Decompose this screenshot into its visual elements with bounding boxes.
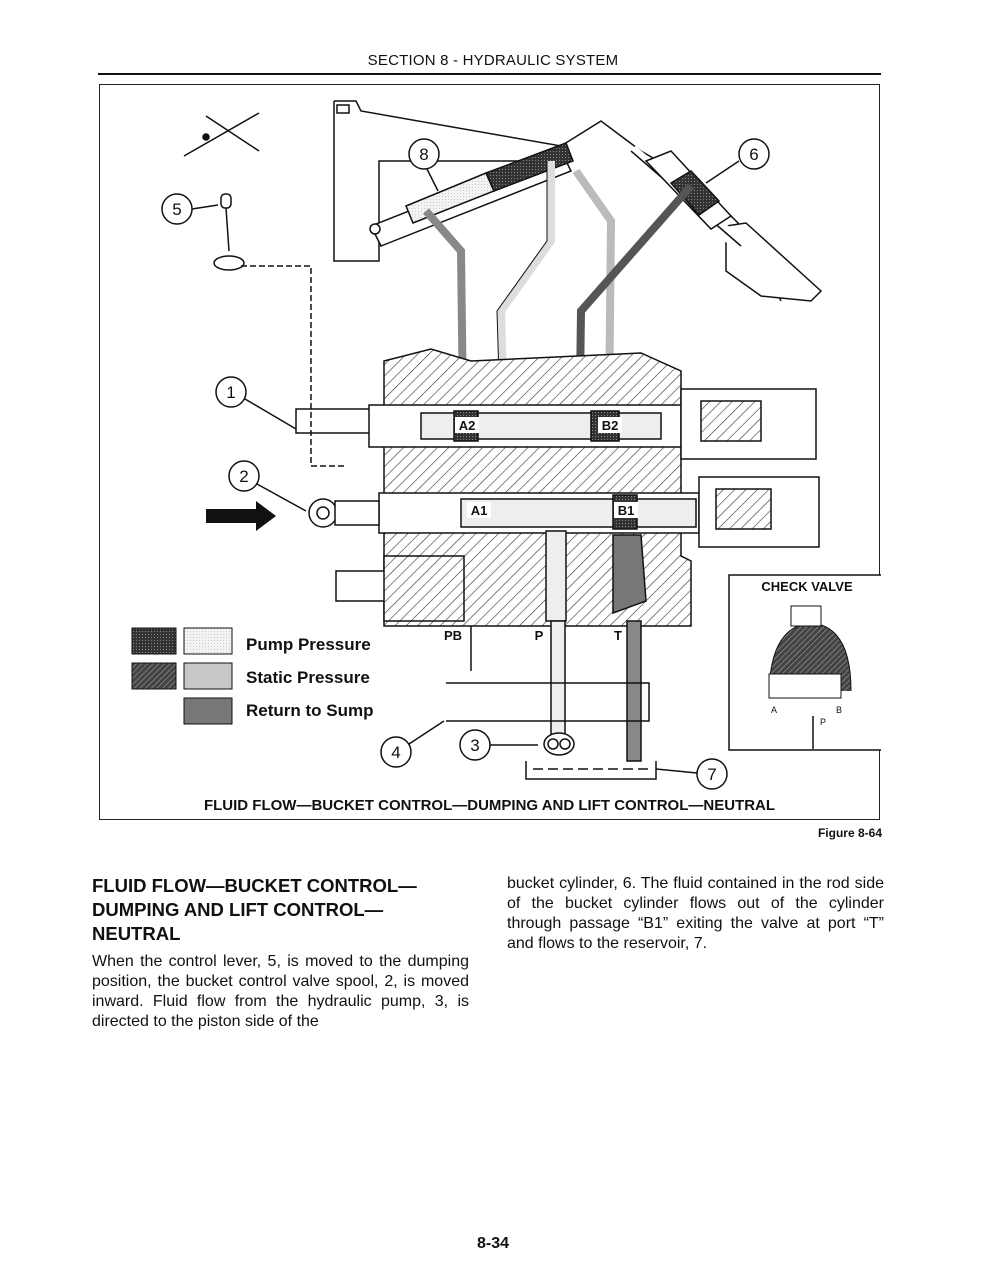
legend-static-pressure: Static Pressure (246, 668, 370, 687)
header-rule (98, 73, 881, 75)
body-paragraph-right: bucket cylinder, 6. The fluid contained … (507, 875, 884, 952)
control-lever (183, 112, 346, 467)
callout-6: 6 (749, 145, 758, 164)
pump-and-tank (446, 620, 657, 780)
legend-pump-pressure: Pump Pressure (246, 635, 371, 654)
check-valve-title: CHECK VALVE (761, 579, 853, 594)
port-a1: A1 (471, 503, 488, 518)
figure-caption: FLUID FLOW—BUCKET CONTROL—DUMPING AND LI… (203, 797, 776, 814)
callout-5: 5 (172, 200, 181, 219)
port-b1: B1 (618, 503, 635, 518)
check-valve-p: P (820, 717, 826, 727)
check-valve-b: B (836, 705, 842, 715)
callout-2: 2 (239, 467, 248, 486)
callout-numbers: 1 2 3 4 5 6 7 8 (172, 145, 758, 784)
callout-7: 7 (707, 765, 716, 784)
callout-1: 1 (226, 383, 235, 402)
check-valve-inset: CHECK VALVE A B P (728, 574, 881, 751)
port-labels: A2 B2 A1 B1 PB P T (444, 417, 638, 643)
port-p: P (535, 628, 544, 643)
page-number: 8-34 (476, 1235, 510, 1252)
figure-reference: Figure 8-64 (817, 826, 882, 840)
section-heading: FLUID FLOW—BUCKET CONTROL— DUMPING AND L… (92, 875, 417, 944)
lift-cylinder (369, 142, 574, 247)
port-b2: B2 (602, 418, 619, 433)
legend-return-to-sump: Return to Sump (246, 701, 374, 720)
hydraulic-diagram: 1 2 3 4 5 6 7 8 A2 B2 A1 B1 PB P T CHECK… (131, 100, 881, 790)
flow-arrows (206, 501, 276, 531)
port-a2: A2 (459, 418, 476, 433)
callout-3: 3 (470, 736, 479, 755)
legend: Pump Pressure Static Pressure Return to … (131, 627, 374, 725)
callout-8: 8 (419, 145, 428, 164)
callouts (161, 138, 770, 790)
port-t: T (614, 628, 622, 643)
check-valve-a: A (771, 705, 777, 715)
body-paragraph-left: When the control lever, 5, is moved to t… (92, 953, 469, 1030)
callout-4: 4 (391, 743, 400, 762)
section-header: SECTION 8 - HYDRAULIC SYSTEM (367, 52, 619, 69)
figure-frame: 1 2 3 4 5 6 7 8 A2 B2 A1 B1 PB P T CHECK… (99, 84, 881, 820)
port-pb: PB (444, 628, 462, 643)
